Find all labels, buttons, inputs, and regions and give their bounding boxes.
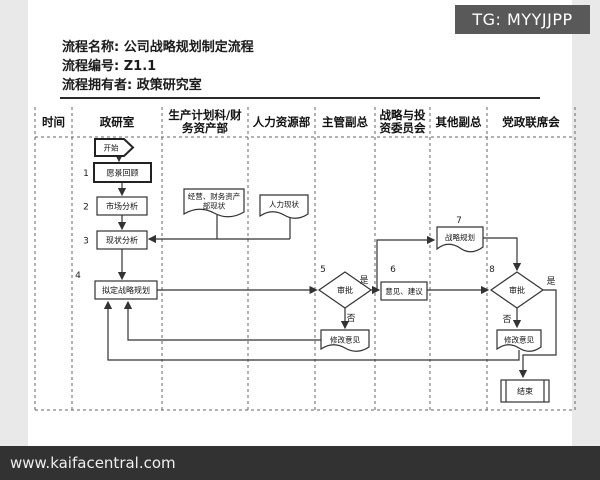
decision8-label: 审批: [509, 285, 525, 295]
decision8-yes-label: 是: [546, 276, 555, 287]
lane-header-time: 时间: [42, 114, 65, 129]
revise8-node: 修改意见: [496, 329, 542, 352]
box6-number: 6: [390, 265, 396, 275]
doc-hr-label: 人力现状: [269, 199, 299, 209]
doc-finance-node: 经营、财务资产 部现状: [183, 188, 245, 218]
decision5-node: 审批 5 是 否: [317, 265, 373, 324]
decision8-no-label: 否: [502, 314, 511, 325]
step2-node: 市场分析 2: [83, 196, 148, 216]
step1-number: 1: [83, 169, 89, 179]
revise5-label: 修改意见: [330, 335, 360, 345]
process-name: 流程名称: 公司战略规划制定流程: [62, 40, 254, 55]
start-node: 开始: [94, 138, 135, 157]
watermark-badge: TG: MYYJJPP: [455, 5, 590, 34]
lane-header-policy-office: 政研室: [99, 114, 135, 129]
step1-label: 愿景回顾: [107, 169, 139, 178]
process-number: 流程编号: Z1.1: [62, 59, 157, 74]
decision5-yes-label: 是: [359, 275, 368, 286]
step4-node: 拟定战略规划 4: [75, 271, 158, 300]
decision8-number: 8: [489, 265, 495, 275]
end-label: 结束: [517, 386, 533, 396]
step3-node: 现状分析 3: [83, 230, 148, 250]
footer-bar: www.kaifacentral.com: [0, 446, 600, 480]
doc-finance-line1: 经营、财务资产: [188, 191, 241, 201]
swimlane-grid: [34, 107, 576, 411]
doc7-node: 战略规划 7: [436, 216, 484, 253]
step4-label: 拟定战略规划: [102, 285, 150, 295]
footer-url: www.kaifacentral.com: [10, 454, 176, 472]
box6-node: 意见、建议 6: [380, 265, 428, 301]
lane-header-party-meeting: 党政联席会: [502, 114, 560, 129]
decision5-number: 5: [320, 265, 326, 275]
revise5-node: 修改意见: [320, 329, 370, 352]
lane-header-other-vp: 其他副总: [435, 114, 482, 129]
process-owner: 流程拥有者: 政策研究室: [62, 78, 202, 93]
step2-label: 市场分析: [106, 201, 138, 211]
decision5-no-label: 否: [346, 313, 355, 324]
lane-header-strategy-committee: 战略与投资委员会: [379, 108, 426, 135]
connectors: [103, 153, 557, 379]
revise8-label: 修改意见: [504, 335, 534, 345]
step4-number: 4: [75, 271, 81, 281]
doc-finance-line2: 部现状: [203, 201, 226, 211]
box6-label: 意见、建议: [385, 286, 423, 296]
doc7-number: 7: [456, 216, 462, 226]
lane-header-planning-finance: 生产计划科/财务资产部: [168, 108, 242, 135]
end-node: 结束: [500, 379, 550, 403]
decision8-node: 审批 8 是 否: [489, 265, 555, 325]
process-title-block: 流程名称: 公司战略规划制定流程 流程编号: Z1.1 流程拥有者: 政策研究室: [62, 38, 254, 95]
doc7-label: 战略规划: [445, 232, 475, 242]
step1-node: 愿景回顾 1: [83, 162, 152, 183]
decision5-label: 审批: [337, 285, 353, 295]
start-label: 开始: [104, 143, 119, 153]
lane-header-hr: 人力资源部: [252, 114, 311, 129]
step3-number: 3: [83, 237, 89, 247]
doc-hr-node: 人力现状: [259, 194, 309, 219]
step3-label: 现状分析: [106, 235, 138, 245]
step2-number: 2: [83, 203, 89, 213]
lane-header-supervising-vp: 主管副总: [322, 114, 368, 129]
